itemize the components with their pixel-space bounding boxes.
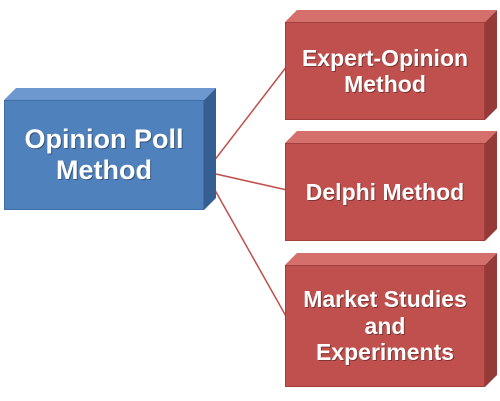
root-node-opinion-poll-method: Opinion Poll Method [4, 88, 216, 228]
child-node-top-bevel [285, 131, 497, 143]
child-node-side-bevel [485, 131, 497, 241]
child-node-expert-opinion-method: Expert-Opinion Method [285, 10, 497, 132]
child-node-label: Expert-Opinion Method [285, 22, 485, 120]
child-node-market-studies-and-experiments: Market Studies and Experiments [285, 253, 497, 393]
child-node-top-bevel [285, 10, 497, 22]
connector-to-delphi [206, 171, 288, 191]
child-node-top-bevel [285, 253, 497, 265]
child-node-side-bevel [485, 10, 497, 120]
child-node-label: Delphi Method [285, 143, 485, 241]
root-node-label: Opinion Poll Method [4, 100, 204, 210]
root-node-side-bevel [204, 88, 216, 210]
child-node-label: Market Studies and Experiments [285, 265, 485, 387]
connector-to-market-studies [206, 175, 288, 319]
root-node-top-bevel [4, 88, 216, 100]
child-node-delphi-method: Delphi Method [285, 131, 497, 253]
connector-to-expert-opinion [206, 65, 288, 171]
child-node-side-bevel [485, 253, 497, 387]
